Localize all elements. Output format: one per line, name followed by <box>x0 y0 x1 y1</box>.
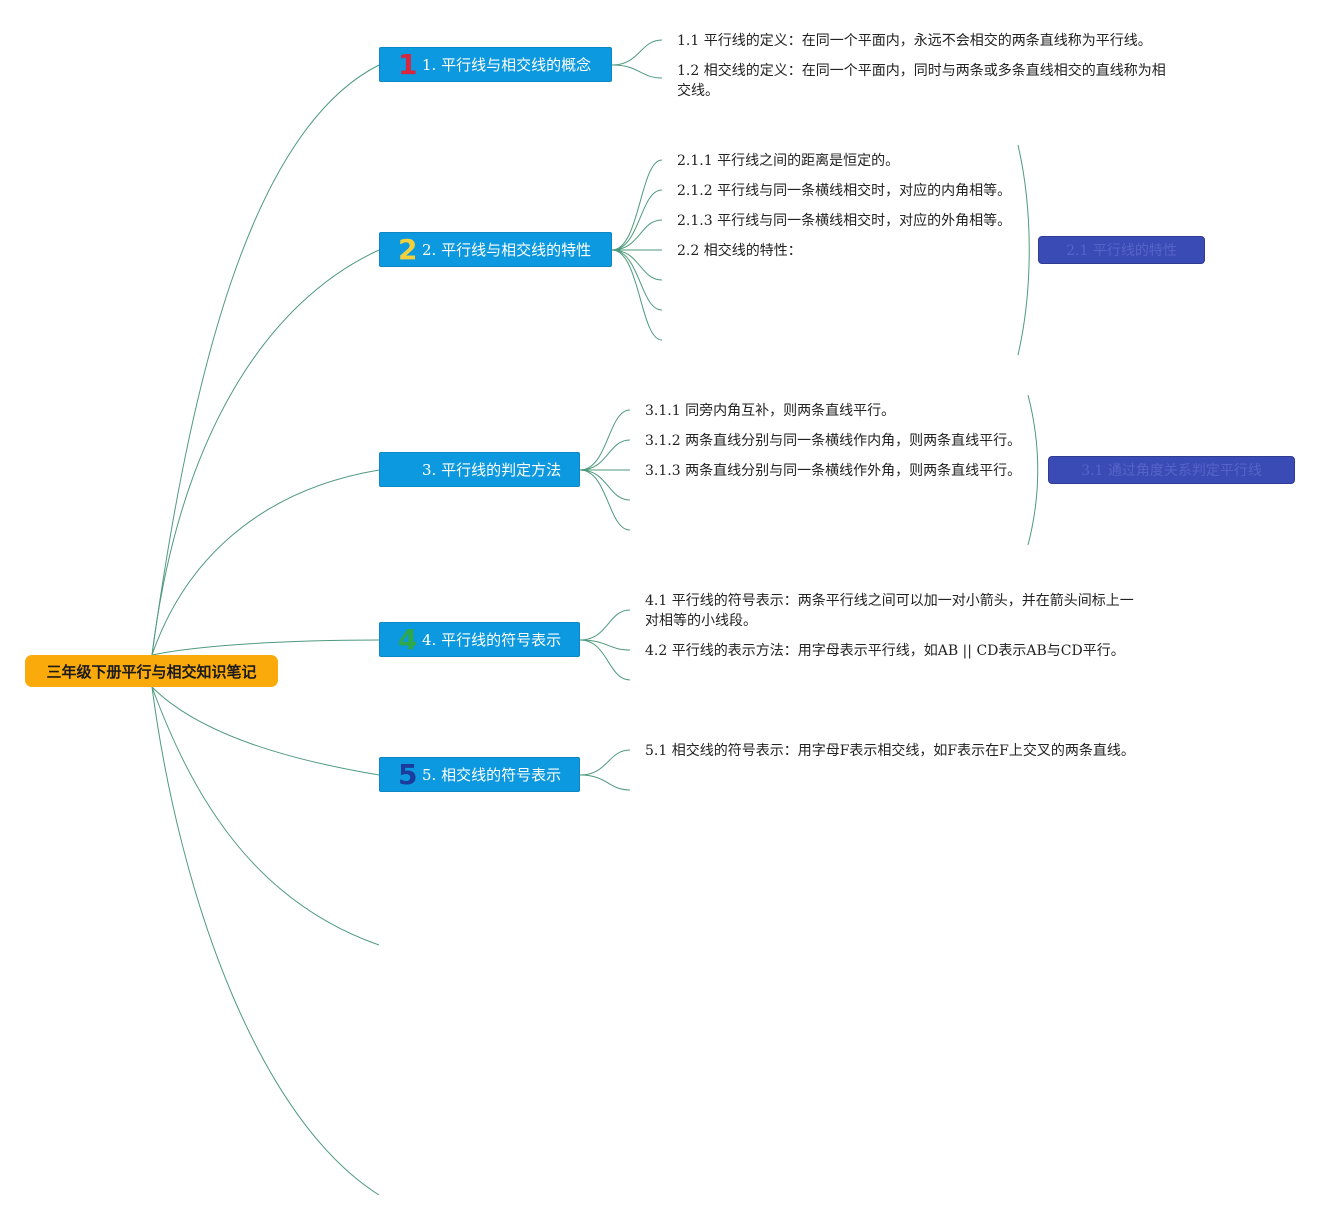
link-b2-leaf-5 <box>611 249 663 281</box>
branch-label: 4. 平行线的符号表示 <box>422 631 562 649</box>
leaf-topic-5-1[interactable]: 5.1 相交线的符号表示：用字母F表示相交线，如F表示在F上交叉的两条直线。 <box>645 743 1135 759</box>
link-b1-leaf-2 <box>611 64 663 79</box>
leaf-topic-2-2[interactable]: 2.1.2 平行线与同一条横线相交时，对应的内角相等。 <box>677 183 1012 199</box>
link-b2-leaf-2 <box>611 189 663 251</box>
leaf-topic-3-1[interactable]: 3.1.1 同旁内角互补，则两条直线平行。 <box>645 403 896 419</box>
link-b3-leaf-5 <box>579 469 631 531</box>
branch-topic-5[interactable]: 5 5. 相交线的符号表示 <box>379 757 580 792</box>
branch-label: 2. 平行线与相交线的特性 <box>422 241 592 259</box>
leaf-topic-2-3[interactable]: 2.1.3 平行线与同一条横线相交时，对应的外角相等。 <box>677 213 1012 229</box>
link-b4-leaf-3 <box>579 639 631 681</box>
link-root-branch-2 <box>151 249 380 656</box>
branch-topic-2[interactable]: 2 2. 平行线与相交线的特性 <box>379 232 612 267</box>
link-b3-leaf-2 <box>579 439 631 471</box>
link-b2-leaf-7 <box>611 249 663 341</box>
link-b1-leaf-1 <box>611 39 663 66</box>
link-b2-leaf-1 <box>611 159 663 251</box>
brace-summary-2 <box>1017 144 1030 356</box>
branch-topic-1[interactable]: 1 1. 平行线与相交线的概念 <box>379 47 612 82</box>
number-one-icon: 1 <box>398 48 418 81</box>
link-b5-leaf-1 <box>579 749 631 776</box>
number-four-icon: 4 <box>398 623 418 656</box>
leaf-topic-1-2[interactable]: 1.2 相交线的定义：在同一个平面内，同时与两条或多条直线相交的直线称为相交线。 <box>677 63 1166 99</box>
link-root-empty-6 <box>151 686 380 946</box>
link-b3-leaf-4 <box>579 469 631 501</box>
branch-topic-3[interactable]: 3. 平行线的判定方法 <box>379 452 580 487</box>
leaf-topic-2-1[interactable]: 2.1.1 平行线之间的距离是恒定的。 <box>677 153 900 169</box>
leaf-topic-2-4[interactable]: 2.2 相交线的特性： <box>677 243 802 259</box>
link-root-branch-5 <box>151 686 380 776</box>
leaf-topic-1-1[interactable]: 1.1 平行线的定义：在同一个平面内，永远不会相交的两条直线称为平行线。 <box>677 33 1152 49</box>
leaf-topic-3-2[interactable]: 3.1.2 两条直线分别与同一条横线作内角，则两条直线平行。 <box>645 433 1022 449</box>
branch-label: 3. 平行线的判定方法 <box>422 461 562 479</box>
link-root-branch-4 <box>151 639 380 656</box>
summary-topic-3[interactable]: 3.1 通过角度关系判定平行线 <box>1048 456 1295 484</box>
link-root-branch-3 <box>151 469 380 656</box>
branch-label: 5. 相交线的符号表示 <box>422 766 562 784</box>
link-b5-leaf-2 <box>579 774 631 791</box>
leaf-topic-4-1[interactable]: 4.1 平行线的符号表示：两条平行线之间可以加一对小箭头，并在箭头间标上一对相等… <box>645 593 1134 629</box>
link-root-branch-1 <box>151 64 380 656</box>
leaf-topic-4-2[interactable]: 4.2 平行线的表示方法：用字母表示平行线，如AB || CD表示AB与CD平行… <box>645 643 1125 659</box>
link-b2-leaf-6 <box>611 249 663 311</box>
number-two-icon: 2 <box>398 233 418 266</box>
root-topic[interactable]: 三年级下册平行与相交知识笔记 <box>25 655 278 687</box>
link-b2-leaf-3 <box>611 219 663 251</box>
brace-summary-3 <box>1027 394 1039 546</box>
link-b4-leaf-1 <box>579 609 631 641</box>
branch-label: 1. 平行线与相交线的概念 <box>422 56 592 74</box>
branch-topic-4[interactable]: 4 4. 平行线的符号表示 <box>379 622 580 657</box>
link-b3-leaf-1 <box>579 409 631 471</box>
number-five-icon: 5 <box>398 758 418 791</box>
summary-topic-2[interactable]: 2.1 平行线的特性 <box>1038 236 1205 264</box>
link-root-empty-7 <box>151 686 380 1196</box>
leaf-topic-3-3[interactable]: 3.1.3 两条直线分别与同一条横线作外角，则两条直线平行。 <box>645 463 1022 479</box>
